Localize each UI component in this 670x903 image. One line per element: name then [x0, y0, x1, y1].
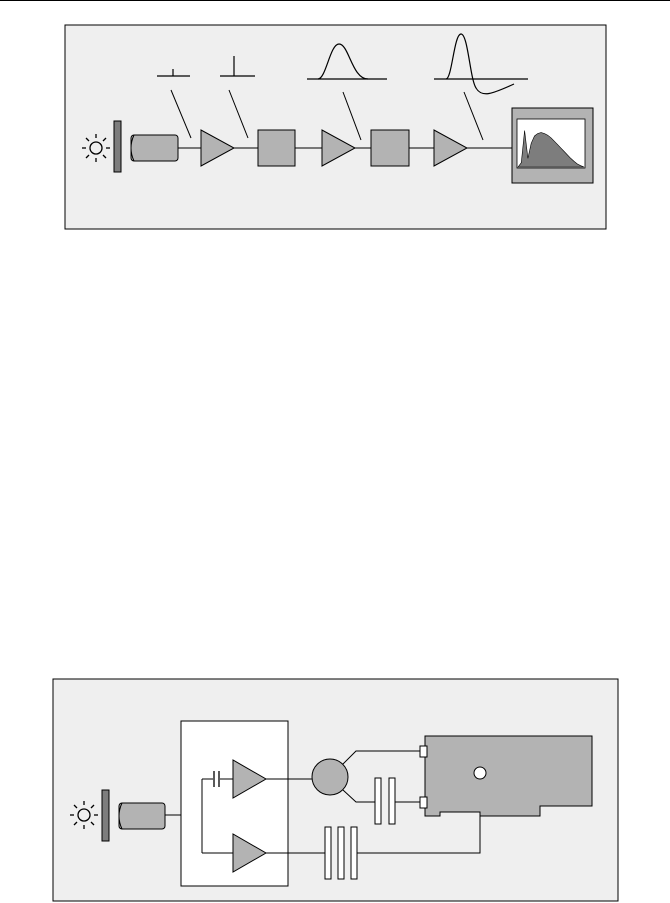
scintillator-crystal — [114, 121, 121, 172]
spectroscopy-chain-diagram — [0, 24, 670, 234]
acquisition-card — [420, 736, 592, 816]
cable-connector — [325, 827, 357, 879]
photomultiplier-tube — [131, 135, 178, 161]
shaping-module — [258, 130, 295, 166]
summing-node — [312, 759, 348, 795]
multichannel-analyzer-display — [512, 108, 593, 183]
acquisition-setup-diagram — [0, 678, 670, 903]
analog-to-digital-converter — [371, 130, 409, 166]
scintillator-crystal — [102, 790, 109, 841]
page-top-rule — [0, 0, 670, 1]
photomultiplier-tube — [119, 803, 165, 829]
